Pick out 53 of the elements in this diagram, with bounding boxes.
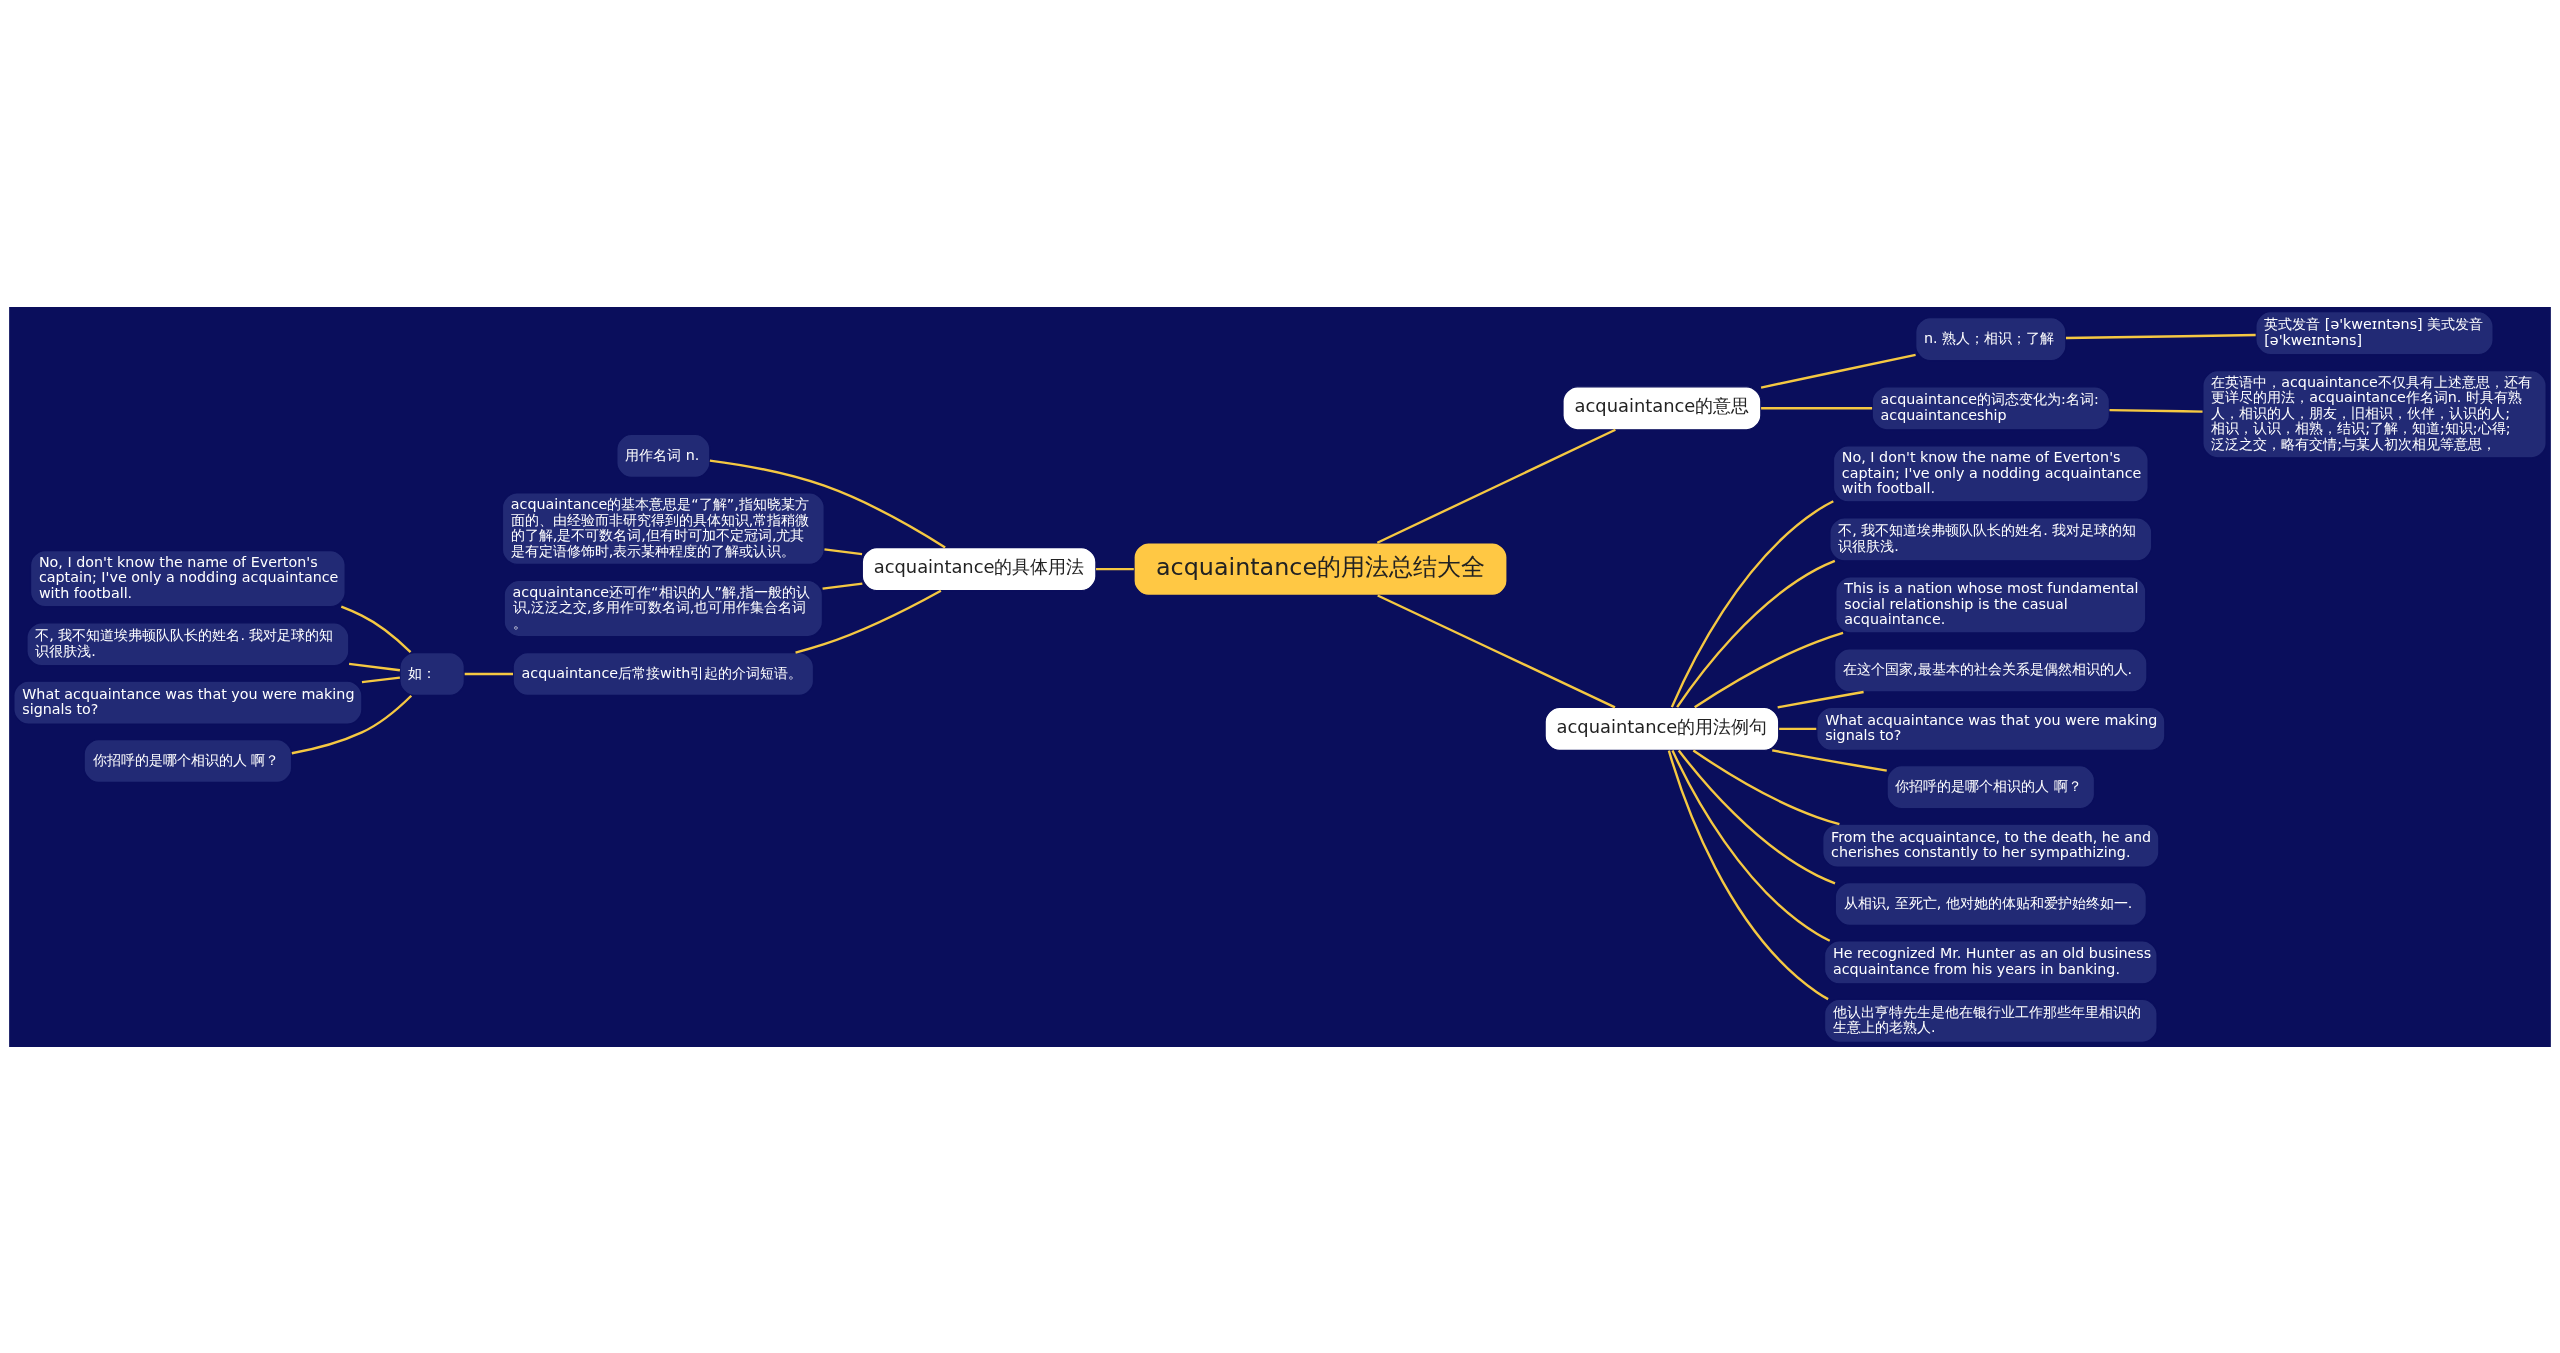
connector <box>1761 406 1873 409</box>
connector <box>1096 567 1134 570</box>
node-box: He recognized Mr. Hunter as an old business acquaintance from his years in banking. <box>1823 939 2158 984</box>
connector <box>291 694 413 754</box>
connector <box>1760 353 1916 389</box>
node-box: acquaintance后常接with引起的介词短语。 <box>512 651 815 696</box>
node-box: 在英语中，acquaintance不仅具有上述意思，还有更详尽的用法，acquaintance作名词n. 时具有熟人，相识的人，朋友，旧相识，伙伴，认识的人;相识，认识，相熟，结识;了解，知道;知识;心得;泛泛之交，略有交情;与某人初次相见等意思， <box>2202 369 2547 458</box>
node-box: 英式发音 [ə'kweɪntəns] 美式发音 [ə'kweɪntəns] <box>2255 310 2494 355</box>
connector <box>1694 631 1844 708</box>
connector <box>2065 333 2256 339</box>
connector <box>1779 727 1817 730</box>
node-box: 不, 我不知道埃弗顿队队长的姓名. 我对足球的知识很肤浅. <box>26 621 350 666</box>
connector <box>1377 593 1616 708</box>
connector <box>824 547 863 555</box>
node-box: 你招呼的是哪个相识的人 啊？ <box>83 738 293 783</box>
connector <box>822 581 863 590</box>
connector <box>709 458 946 548</box>
node-box: 从相识, 至死亡, 他对她的体贴和爱护始终如一. <box>1834 881 2147 926</box>
connector <box>1777 690 1864 709</box>
connector <box>1667 749 1829 1000</box>
connector <box>1677 749 1836 884</box>
connector <box>1671 749 1831 942</box>
connector <box>1676 559 1836 708</box>
node-box: n. 熟人；相识；了解 <box>1915 316 2067 361</box>
node-box: acquaintance的词态变化为:名词: acquaintanceship <box>1871 385 2110 430</box>
node-box: 如： <box>399 651 465 696</box>
node-box: acquaintance的意思 <box>1562 385 1762 430</box>
node-box: What acquaintance was that you were making signals to? <box>1816 706 2166 751</box>
connector <box>348 662 401 671</box>
connector <box>340 605 412 653</box>
node-box: acquaintance的用法例句 <box>1544 706 1780 751</box>
node-box: From the acquaintance, to the death, he and cherishes constantly to her sympathizing. <box>1822 823 2160 868</box>
connector <box>1376 428 1616 544</box>
node-box: acquaintance的具体用法 <box>861 546 1097 591</box>
node-box: What acquaintance was that you were making signals to? <box>13 680 363 725</box>
node-box: 用作名词 n. <box>616 433 711 478</box>
connector <box>361 676 401 683</box>
node-box: 他认出亨特先生是他在银行业工作那些年里相识的生意上的老熟人. <box>1823 998 2158 1043</box>
node-box: 在这个国家,最基本的社会关系是偶然相识的人. <box>1834 647 2148 692</box>
connector <box>1692 749 1840 825</box>
node-box: acquaintance还可作“相识的人”解,指一般的认识,泛泛之交,多用作可数名词,也可用作集合名词。 <box>503 579 823 637</box>
connector <box>795 589 942 654</box>
node-box: No, I don't know the name of Everton's captain; I've only a nodding acquaintance with football. <box>30 549 346 607</box>
node-box: 不, 我不知道埃弗顿队队长的姓名. 我对足球的知识很肤浅. <box>1829 516 2153 561</box>
connector <box>464 672 513 675</box>
connector <box>1670 499 1834 708</box>
node-box: This is a nation whose most fundamental social relationship is the casual acquaintance. <box>1835 575 2147 633</box>
connector <box>2109 408 2203 413</box>
connector <box>1772 748 1887 772</box>
node-box: acquaintance的用法总结大全 <box>1133 541 1508 596</box>
node-box: acquaintance的基本意思是“了解”,指知晓某方面的、由经验而非研究得到的具体知识,常指稍微的了解,是不可数名词,但有时可加不定冠词,尤其是有定语修饰时,表示某种程度的了解或认识。 <box>501 491 825 565</box>
node-box: 你招呼的是哪个相识的人 啊？ <box>1886 764 2096 809</box>
node-box: No, I don't know the name of Everton's captain; I've only a nodding acquaintance with football. <box>1832 444 2149 502</box>
